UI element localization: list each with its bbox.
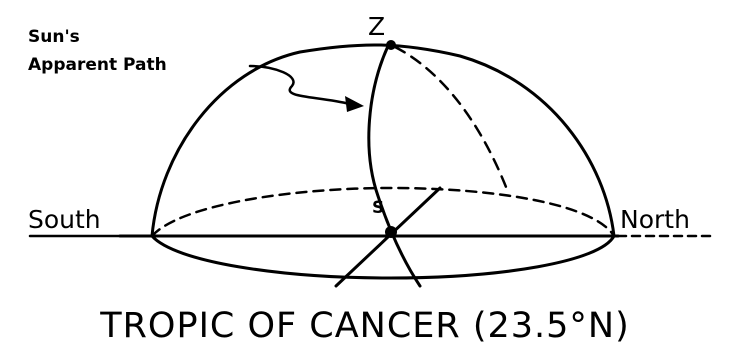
sun-path-label-line1: Sun's (28, 27, 80, 47)
observer-point (385, 226, 397, 238)
observer-label: S (372, 198, 384, 218)
sun-path-pointer-line (250, 66, 350, 104)
zenith-label: Z (368, 12, 385, 41)
south-label: South (28, 205, 101, 234)
north-label: North (620, 205, 690, 234)
zenith-point (386, 40, 396, 50)
sun-path-label-line2: Apparent Path (28, 55, 167, 75)
sun-apparent-path (369, 46, 420, 286)
sun-path-pointer-arrowhead (345, 96, 364, 112)
caption: TROPIC OF CANCER (23.5°N) (99, 306, 630, 346)
